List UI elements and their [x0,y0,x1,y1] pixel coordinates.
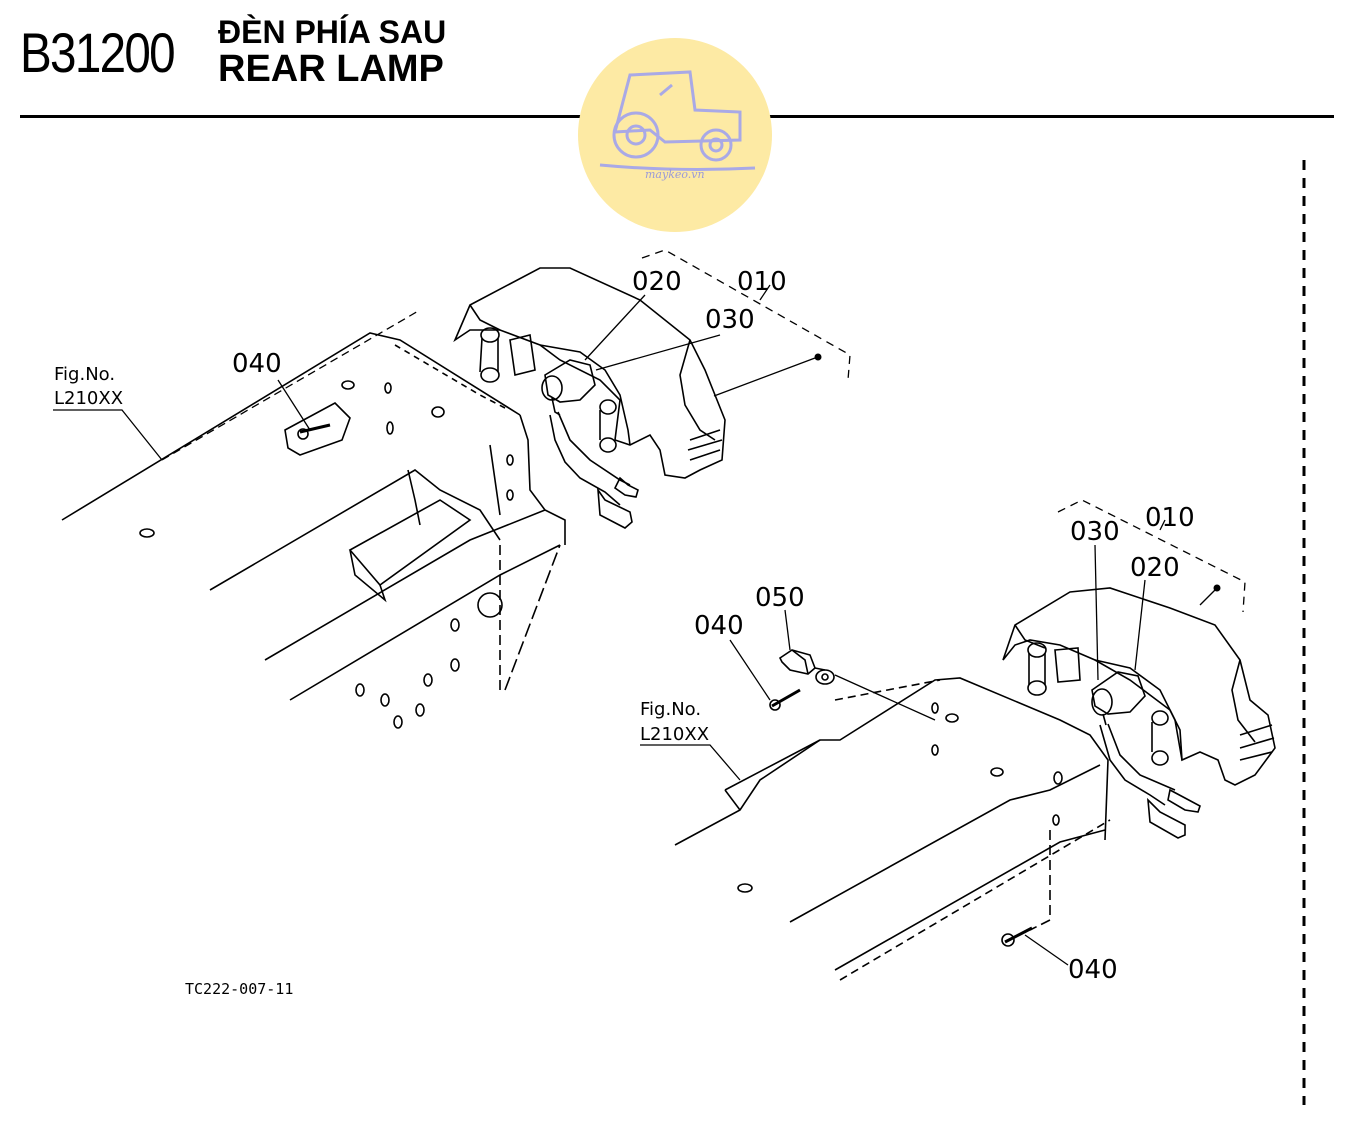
diagram-code: B31200 [20,21,176,84]
fig-ref-left-line1: Fig.No. [54,364,115,385]
fig-ref-right-line1: Fig.No. [640,699,701,720]
drawing-code: TC222-007-11 [185,980,293,998]
watermark: maykeo.vn [578,38,772,232]
label-030-left: 030 [705,305,755,335]
fig-ref-left-line2: L210XX [54,388,123,409]
right-assembly [640,499,1276,981]
right-screw-lower [1001,926,1033,947]
label-010-left: 010 [737,267,787,297]
watermark-circle [578,38,772,232]
right-screw-upper [769,688,801,711]
label-040-right-lower: 040 [1068,955,1118,985]
left-fender-body [61,332,566,729]
left-assembly [53,249,851,729]
page-title: ĐÈN PHÍA SAU REAR LAMP [218,16,446,88]
left-screw-mount [284,402,351,456]
label-030-right: 030 [1070,517,1120,547]
tractor-icon [599,70,756,171]
label-050-right: 050 [755,583,805,613]
right-fender-body [674,677,1111,981]
label-020-right: 020 [1130,553,1180,583]
title-english: REAR LAMP [218,48,444,90]
left-rear-lamp [453,267,726,529]
right-rear-lamp [1002,587,1276,839]
right-clip-050 [778,649,835,685]
fig-ref-right-line2: L210XX [640,724,709,745]
label-040-right-upper: 040 [694,611,744,641]
label-040-left: 040 [232,349,282,379]
label-020-left: 020 [632,267,682,297]
label-010-right: 010 [1145,503,1195,533]
title-vietnamese: ĐÈN PHÍA SAU [218,14,447,50]
watermark-text: maykeo.vn [645,168,705,181]
